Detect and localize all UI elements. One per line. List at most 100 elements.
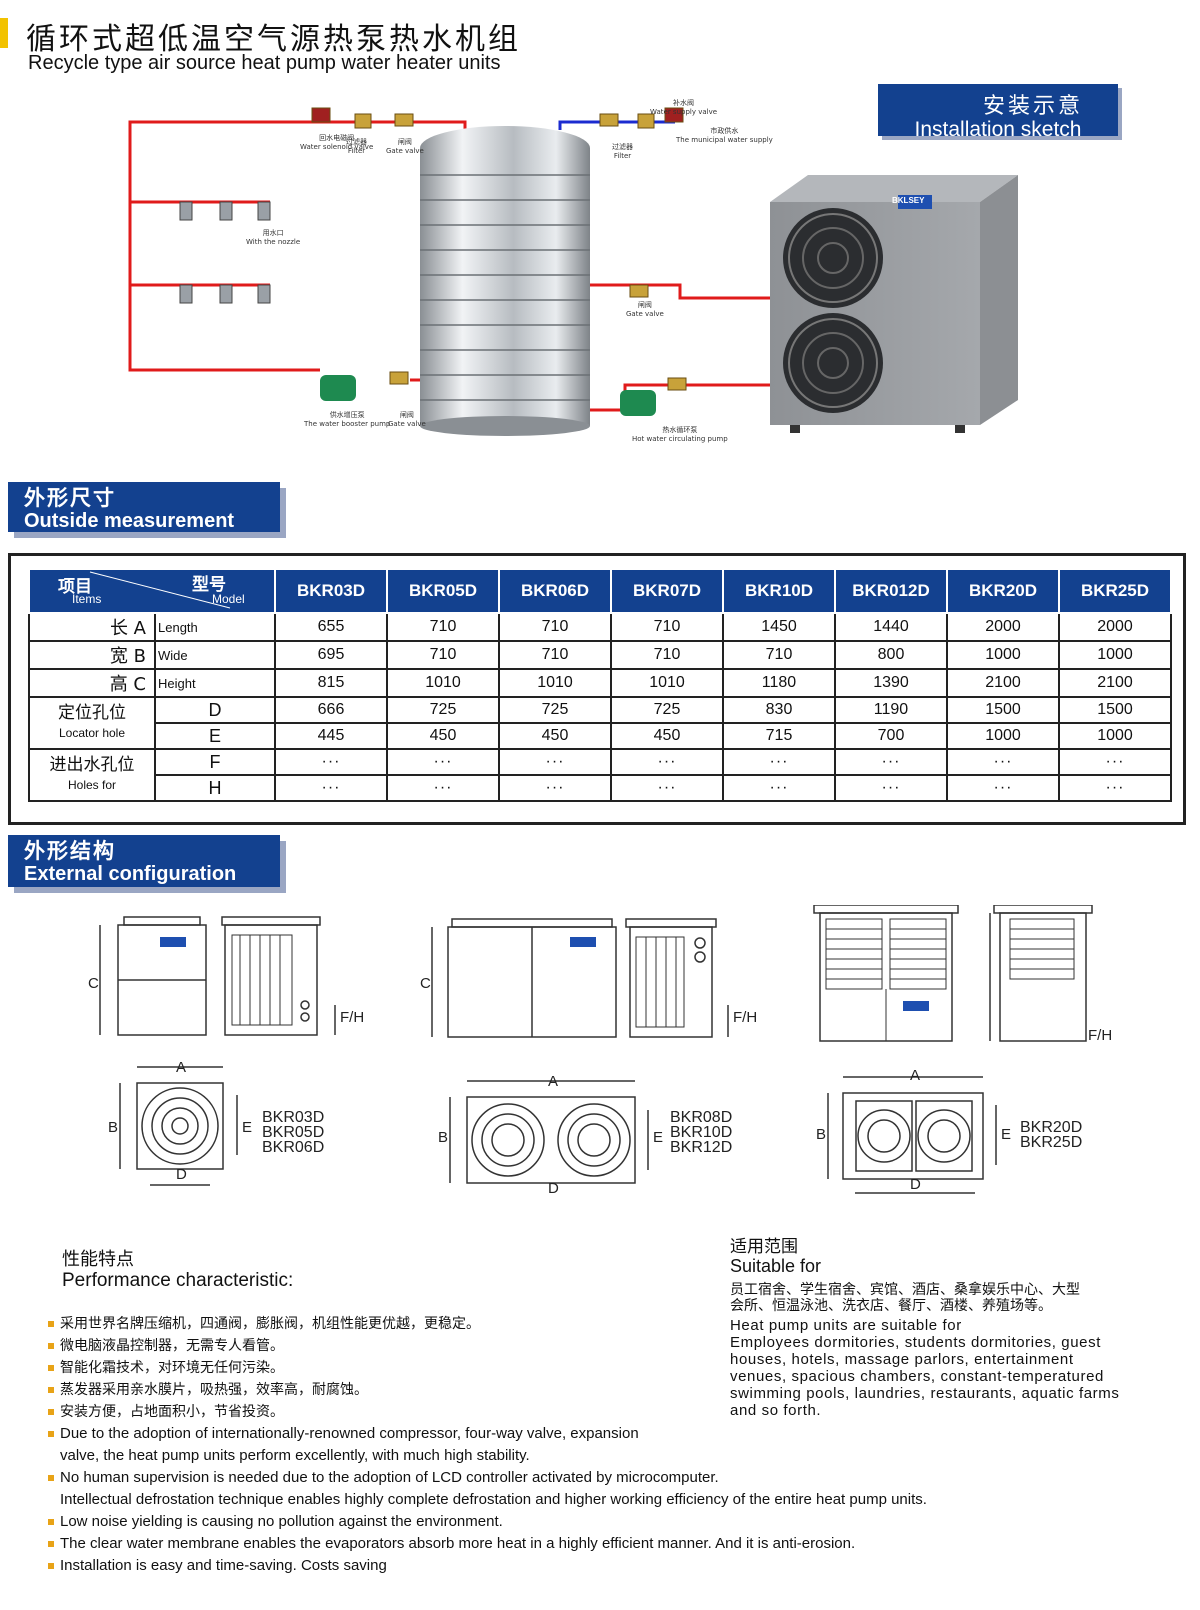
model-header: BKR03D	[274, 568, 388, 614]
list-item: 安装方便，占地面积小，节省投资。	[48, 1401, 1188, 1423]
model-header: BKR25D	[1058, 568, 1172, 614]
brand-logo	[898, 195, 932, 209]
gate-valve-icon	[394, 113, 414, 127]
installation-diagram	[128, 107, 1018, 436]
measurement-tag-en: Outside measurement	[24, 510, 235, 532]
spec-table-frame	[8, 553, 1186, 825]
suitable-title-en: Suitable for	[730, 1256, 822, 1276]
performance-title-en: Performance characteristic:	[62, 1270, 294, 1291]
list-item: 采用世界名牌压缩机，四通阀，膨胀阀，机组性能更优越，更稳定。	[48, 1313, 1188, 1335]
dim-d-2: D	[548, 1180, 559, 1197]
installation-tag-cn: 安装示意	[982, 94, 1083, 119]
faucet-icon	[219, 284, 233, 304]
list-item: No human supervision is needed due to th…	[48, 1467, 1188, 1489]
table-corner-header: 项目 Items 型号 Model	[28, 568, 276, 614]
model-header: BKR05D	[386, 568, 500, 614]
pumps	[320, 375, 656, 416]
circulating-pump-icon	[620, 390, 656, 416]
list-item: Low noise yielding is causing no polluti…	[48, 1511, 1188, 1533]
performance-title-cn: 性能特点	[62, 1249, 134, 1270]
filter-icon	[637, 113, 655, 129]
faucet-icon	[219, 201, 233, 221]
dim-fh-3: F/H	[1088, 1027, 1113, 1044]
list-item: 智能化霜技术，对环境无任何污染。	[48, 1357, 1188, 1379]
list-item: Installation is easy and time-saving. Co…	[48, 1555, 1188, 1577]
measurement-tag-cn: 外形尺寸	[24, 486, 116, 510]
faucet-icon	[179, 201, 193, 221]
heat-pump-unit	[770, 175, 1018, 433]
solenoid-valve-icon	[311, 107, 331, 123]
list-item: 微电脑液晶控制器，无需专人看管。	[48, 1335, 1188, 1357]
unit-brand-text: BKLSEY	[892, 196, 925, 205]
faucet-icon	[179, 284, 193, 304]
page-title-cn: 循环式超低温空气源热泵热水机组	[26, 22, 521, 57]
water-tank	[420, 126, 590, 436]
model-header: BKR10D	[722, 568, 836, 614]
suitable-en-text: Heat pump units are suitable for Employe…	[730, 1317, 1120, 1419]
gate-valve-icon	[599, 113, 619, 127]
model-header: BKR012D	[834, 568, 948, 614]
list-item: The clear water membrane enables the eva…	[48, 1533, 1188, 1555]
dim-b-3: B	[816, 1126, 827, 1143]
external-config-tag: 外形结构 External configuration	[8, 835, 280, 887]
dim-b-1: B	[108, 1119, 119, 1136]
solenoid-valve-icon	[664, 107, 684, 123]
dim-e-2: E	[653, 1129, 664, 1146]
model-header: BKR07D	[610, 568, 724, 614]
installation-sketch-tag: 安装示意 Installation sketch	[878, 84, 1118, 141]
spec-table: 项目 Items 型号 Model BKR03D BKR05D BKR06D B…	[28, 568, 1172, 802]
table-row: 进出水孔位 Holes for F ······ ······ ······ ·…	[28, 748, 1172, 802]
dim-d-3: D	[910, 1176, 921, 1193]
list-item: valve, the heat pump units perform excel…	[60, 1447, 530, 1464]
list-item: Intellectual defrostation technique enab…	[60, 1491, 927, 1508]
dim-c-2: C	[420, 975, 431, 992]
dim-fh-1: F/H	[340, 1009, 365, 1026]
suitable-title-cn: 适用范围	[730, 1237, 798, 1257]
table-row: H ······ ······ ······ ······	[29, 774, 1172, 802]
dim-a-3: A	[910, 1067, 921, 1084]
suitable-cn-text: 员工宿舍、学生宿舍、宾馆、酒店、桑拿娱乐中心、大型 会所、恒温泳池、洗衣店、餐厅…	[730, 1282, 1080, 1314]
dim-a-1: A	[176, 1059, 187, 1076]
filter-icon	[354, 113, 372, 129]
dim-e-1: E	[242, 1119, 253, 1136]
outside-measurement-tag: 外形尺寸 Outside measurement	[8, 482, 280, 532]
gate-valve-icon	[667, 377, 687, 391]
gate-valve-icon	[629, 284, 649, 298]
config-tag-cn: 外形结构	[24, 839, 116, 863]
title-accent-bar	[0, 18, 8, 48]
dim-d-1: D	[176, 1166, 187, 1183]
model-header: BKR06D	[498, 568, 612, 614]
installation-tag-en: Installation sketch	[914, 118, 1082, 141]
dim-b-2: B	[438, 1129, 449, 1146]
dim-a-2: A	[548, 1073, 559, 1090]
faucet-icon	[257, 201, 271, 221]
model-header: BKR20D	[946, 568, 1060, 614]
performance-list: 采用世界名牌压缩机，四通阀，膨胀阀，机组性能更优越，更稳定。 微电脑液晶控制器，…	[48, 1313, 1188, 1577]
page-title-en: Recycle type air source heat pump water …	[28, 52, 501, 74]
booster-pump-icon	[320, 375, 356, 401]
list-item: Due to the adoption of internationally-r…	[48, 1423, 1188, 1445]
gate-valve-icon	[389, 371, 409, 385]
configuration-drawings	[99, 905, 1093, 1194]
list-item: 蒸发器采用亲水膜片，吸热强，效率高，耐腐蚀。	[48, 1379, 1188, 1401]
dim-e-3: E	[1001, 1126, 1012, 1143]
faucet-icon	[257, 284, 271, 304]
